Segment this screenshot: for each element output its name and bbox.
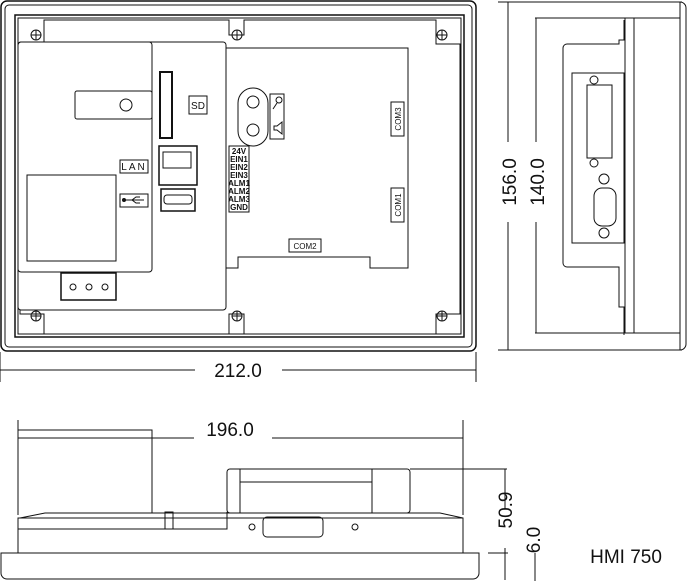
terminal-ein3: EIN3 xyxy=(230,171,248,180)
lan-port xyxy=(158,145,198,186)
dim-bezel-6: 6.0 xyxy=(524,527,545,553)
dim-width-196: 196.0 xyxy=(206,420,254,441)
usb-port xyxy=(160,188,196,212)
terminal-alm1: ALM1 xyxy=(228,179,250,188)
terminal-alm2: ALM2 xyxy=(228,187,250,196)
dim-height-156: 156.0 xyxy=(500,158,521,206)
com2-label: COM2 xyxy=(293,242,317,251)
terminal-labels: 24V EIN1 EIN2 EIN3 ALM1 ALM2 ALM3 GND xyxy=(228,147,250,212)
power-terminal xyxy=(60,272,117,301)
dim-height-140: 140.0 xyxy=(528,158,549,206)
com3-label: COM3 xyxy=(394,107,403,131)
speaker-icon xyxy=(273,120,283,136)
microphone-icon xyxy=(272,96,283,110)
rear-view: SD LAN 24V EIN1 EIN2 EIN3 ALM1 ALM2 A xyxy=(0,0,477,352)
sd-label: SD xyxy=(191,101,205,112)
dim-width-212: 212.0 xyxy=(214,361,262,382)
bottom-view xyxy=(0,429,536,581)
side-view xyxy=(498,1,687,351)
terminal-alm3: ALM3 xyxy=(228,195,250,204)
screw-icon xyxy=(30,29,448,322)
terminal-gnd: GND xyxy=(230,203,248,212)
com1-label: COM1 xyxy=(394,193,403,217)
terminal-ein1: EIN1 xyxy=(230,155,248,164)
usb-icon xyxy=(122,196,144,204)
terminal-24v: 24V xyxy=(232,147,247,156)
model-label: HMI 750 xyxy=(590,547,662,568)
terminal-ein2: EIN2 xyxy=(230,163,248,172)
lan-label: LAN xyxy=(121,162,146,173)
dim-depth-50-9: 50.9 xyxy=(496,492,517,529)
